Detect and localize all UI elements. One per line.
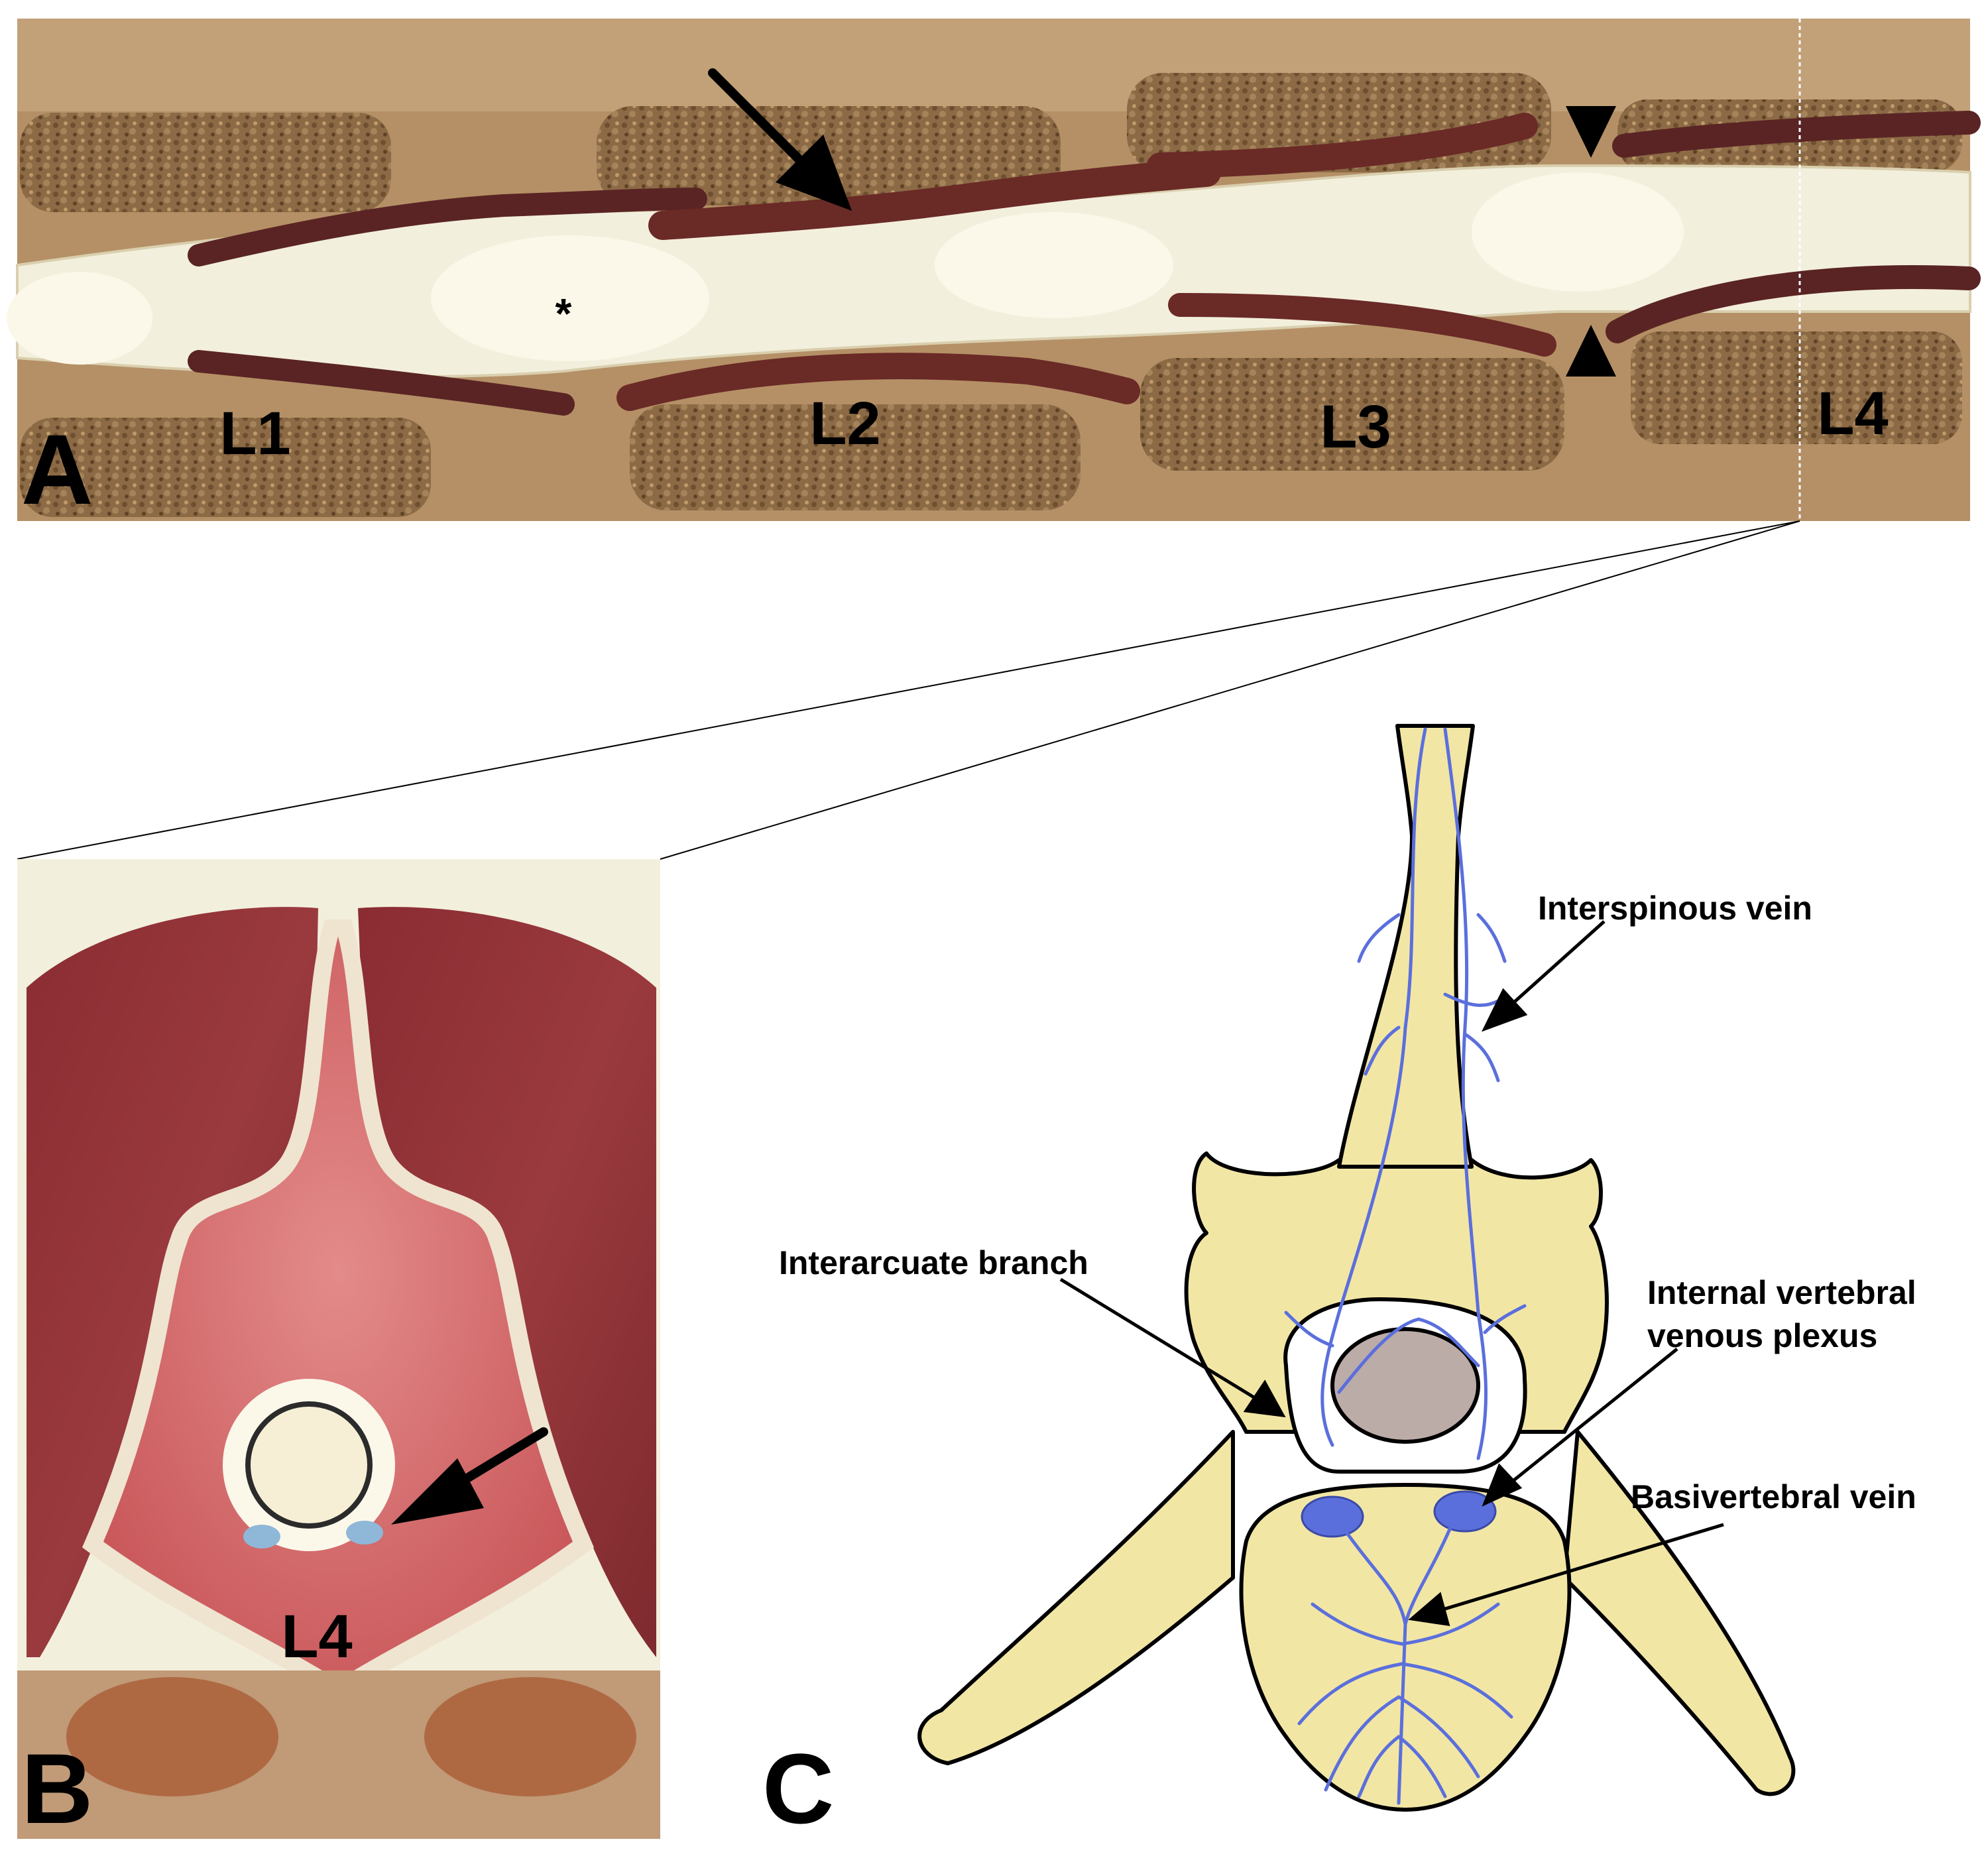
zoom-line-left: [17, 520, 1800, 860]
white-mass-asterisk: [431, 235, 709, 361]
panel-a-arrow: [708, 68, 852, 211]
arrowhead-lower: [1566, 325, 1616, 377]
segment-label-l2: L2: [809, 390, 880, 457]
panel-b-photo: L4 B: [17, 859, 660, 1844]
panel-a-letter: A: [21, 414, 93, 525]
panel-c-letter: C: [762, 1733, 834, 1844]
lower-fat-left: [66, 1677, 278, 1796]
segment-label-l3: L3: [1320, 393, 1391, 461]
blue-plexus-left: [243, 1525, 280, 1549]
asterisk-label: *: [555, 290, 572, 337]
vein-upper-mid: [648, 158, 1221, 240]
label-basivertebral-vein: Basivertebral vein: [1631, 1478, 1916, 1515]
basivertebral-veins: [1297, 1523, 1513, 1805]
lower-fat-right: [424, 1677, 636, 1796]
spinal-cord: [245, 1401, 373, 1529]
vein-upper-right: [1147, 113, 1538, 179]
segment-label-l1: L1: [219, 400, 290, 467]
vertebral-body-lower-l2: [630, 404, 1081, 510]
vein-upper-left: [188, 188, 707, 266]
vertebral-body-upper-l1: [20, 113, 391, 212]
panel-b-arrow: [391, 1427, 548, 1525]
white-mass-mid: [935, 212, 1173, 318]
zoom-line-right: [660, 520, 1800, 860]
plexus-oval-right: [1433, 1490, 1497, 1533]
vertebral-body-lower-l4: [1631, 331, 1962, 444]
interspinous-veins: [1284, 727, 1527, 1460]
spinal-cord-schematic: [1330, 1327, 1480, 1444]
plexus-oval-left: [1301, 1495, 1364, 1538]
panel-a-upper-tissue: [17, 19, 1970, 111]
label-internal-vertebral-1: Internal vertebral: [1647, 1274, 1916, 1311]
vein-lower-right: [1168, 293, 1556, 357]
panel-b-letter: B: [21, 1733, 93, 1844]
annotation-arrows: [1059, 920, 1724, 1627]
vein-lower-mid: [616, 353, 1140, 411]
vertebral-body-lower-l1: [20, 418, 431, 517]
label-interspinous-vein: Interspinous vein: [1538, 890, 1812, 927]
vein-lower-far: [1606, 265, 1981, 343]
vein-lower-left: [188, 350, 575, 416]
transverse-process-left: [917, 1430, 1235, 1765]
transverse-process-right: [1562, 1430, 1796, 1796]
panel-c-drawing: Interspinous vein Interarcuate branch In…: [762, 724, 1916, 1844]
white-mass-left: [7, 272, 152, 365]
panel-a-photo: * L1 L2 L3 L4 A: [7, 19, 1981, 525]
arrowhead-upper: [1566, 106, 1616, 158]
white-mass-right: [1472, 172, 1684, 292]
segment-label-l4: L4: [1817, 380, 1888, 447]
label-internal-vertebral-2: venous plexus: [1647, 1317, 1877, 1354]
blue-plexus-right: [346, 1521, 383, 1545]
vertebral-body-lower-l3: [1140, 358, 1564, 471]
panel-b-segment-label: L4: [281, 1603, 352, 1670]
vein-upper-far: [1612, 111, 1981, 158]
label-interarcuate-branch: Interarcuate branch: [779, 1244, 1088, 1281]
